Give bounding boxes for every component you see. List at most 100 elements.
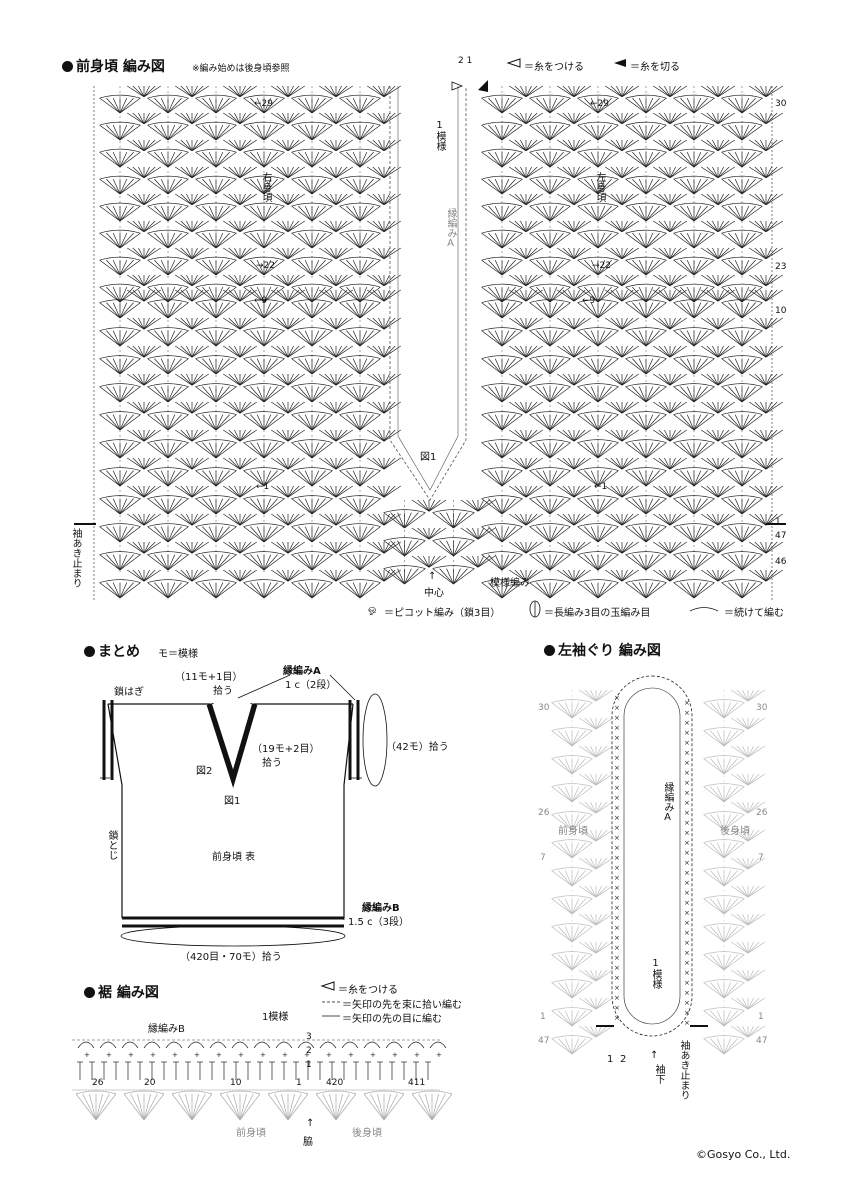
hem-count-420: 420 xyxy=(326,1078,344,1088)
svg-text:×: × xyxy=(614,944,620,952)
sleeve-row-47-right: 47 xyxy=(756,1036,768,1046)
copyright: ©Gosyo Co., Ltd. xyxy=(696,1148,791,1161)
svg-text:×: × xyxy=(614,864,620,872)
attach-yarn-icon xyxy=(506,58,521,68)
svg-text:×: × xyxy=(684,1009,690,1017)
svg-text:×: × xyxy=(614,914,620,922)
hem-legend-attach: ＝糸をつける xyxy=(338,985,398,996)
svg-text:×: × xyxy=(684,829,690,837)
svg-text:×: × xyxy=(614,884,620,892)
svg-text:×: × xyxy=(614,934,620,942)
col-nums-top: 2 1 xyxy=(458,56,473,66)
hem-row-3: 3 xyxy=(306,1032,312,1042)
svg-text:×: × xyxy=(614,794,620,802)
hem-count-411: 411 xyxy=(408,1078,426,1088)
sleeve-row-7-right: 7 xyxy=(758,853,764,863)
svg-text:×: × xyxy=(684,799,690,807)
edge-b-label: 縁編みB xyxy=(362,903,400,914)
bullet-icon xyxy=(84,987,95,998)
picot-icon: ஓ xyxy=(368,604,377,615)
front-chart-title: 前身頃 編み図 xyxy=(62,56,165,76)
hem-back-body: 後身頃 xyxy=(352,1128,382,1139)
svg-text:×: × xyxy=(684,719,690,727)
hem-legend-bundle: ＝矢印の先を束に拾い編む xyxy=(342,1000,462,1011)
sleeve-row-26-right: 26 xyxy=(756,808,768,818)
pick-11-label: （11モ+1目） xyxy=(175,672,243,683)
svg-text:×: × xyxy=(684,729,690,737)
svg-text:×: × xyxy=(684,869,690,877)
bullet-icon xyxy=(544,645,555,656)
up-arrow-icon: ↑ xyxy=(428,571,437,582)
sleeve-front-body: 前身頃 xyxy=(558,826,588,837)
row-label-9-left: ←9 xyxy=(582,296,596,306)
sleeve-stop-label: 袖あき止まり xyxy=(70,528,81,588)
svg-text:×: × xyxy=(684,959,690,967)
pick-42-label: （42モ）拾う xyxy=(386,742,449,753)
svg-text:×: × xyxy=(614,704,620,712)
hem-legend-stitch: ＝矢印の先の目に編む xyxy=(342,1014,442,1025)
svg-text:×: × xyxy=(684,859,690,867)
sleeve-num-1: 1 xyxy=(607,1054,614,1065)
side-num-30: 30 xyxy=(775,99,787,109)
svg-text:×: × xyxy=(614,954,620,962)
svg-text:×: × xyxy=(684,749,690,757)
svg-text:×: × xyxy=(684,1019,690,1027)
side-num-23: 23 xyxy=(775,262,787,272)
svg-text:×: × xyxy=(684,909,690,917)
side-num-46: 46 xyxy=(775,557,787,567)
sleeve-row-30-left: 30 xyxy=(538,703,550,713)
side-num-47: 47 xyxy=(775,531,787,541)
svg-text:×: × xyxy=(614,894,620,902)
svg-text:×: × xyxy=(614,904,620,912)
sleeve-row-1-left: 1 xyxy=(540,1012,546,1022)
svg-text:×: × xyxy=(614,764,620,772)
bullet-icon xyxy=(62,61,73,72)
svg-text:×: × xyxy=(614,924,620,932)
svg-text:×: × xyxy=(684,809,690,817)
row-label-22-right: →22 xyxy=(256,261,275,271)
hem-title: 裾 編み図 xyxy=(84,982,159,1002)
legend-cut: ＝糸を切る xyxy=(630,62,680,73)
svg-text:×: × xyxy=(684,849,690,857)
svg-text:×: × xyxy=(614,724,620,732)
svg-text:×: × xyxy=(614,714,620,722)
pick-19-label: （19モ+2目） xyxy=(252,744,320,755)
legend-picot: ＝ピコット編み（鎖3目） xyxy=(384,608,501,619)
row-label-29-left: ←29 xyxy=(590,99,609,109)
svg-text:×: × xyxy=(684,989,690,997)
svg-text:×: × xyxy=(684,969,690,977)
edge-a-size-label: 1 c（2段） xyxy=(285,680,337,691)
svg-text:×: × xyxy=(614,874,620,882)
front-chart-note: ※編み始めは後身頃参照 xyxy=(192,64,290,74)
chain-close-label: 鎖とじ xyxy=(106,830,117,860)
sleeve-edge-a: 縁編みA xyxy=(662,782,673,823)
svg-text:×: × xyxy=(684,949,690,957)
sleeve-one-pattern: 1模様 xyxy=(650,958,661,989)
svg-text:×: × xyxy=(614,694,620,702)
svg-text:×: × xyxy=(684,999,690,1007)
row-label-29-right: ←29 xyxy=(254,99,273,109)
hem-count-10: 10 xyxy=(230,1078,242,1088)
chain-join-label: 鎖はぎ xyxy=(114,687,144,698)
hem-side: 脇 xyxy=(303,1137,313,1148)
row-label-9-right: ←9 xyxy=(254,296,268,306)
bullet-icon xyxy=(84,646,95,657)
svg-text:×: × xyxy=(614,974,620,982)
hem-one-pattern: 1模様 xyxy=(262,1012,289,1023)
legend-bobble: ＝長編み3目の玉編み目 xyxy=(544,608,651,619)
fig1-label: 図1 xyxy=(420,452,437,463)
hem-row-2: 2 xyxy=(306,1046,312,1056)
row-label-1-left: ←1 xyxy=(594,482,608,492)
edge-a-label: 縁編みA xyxy=(283,666,321,677)
sleeve-num-2: 2 xyxy=(620,1054,627,1065)
svg-text:×: × xyxy=(614,854,620,862)
pick-up-label: 拾う xyxy=(213,686,233,697)
svg-text:×: × xyxy=(614,1004,620,1012)
svg-text:×: × xyxy=(684,709,690,717)
svg-text:×: × xyxy=(614,734,620,742)
row-label-1-right: ←1 xyxy=(256,482,270,492)
summary-note: モ＝模様 xyxy=(158,649,198,660)
